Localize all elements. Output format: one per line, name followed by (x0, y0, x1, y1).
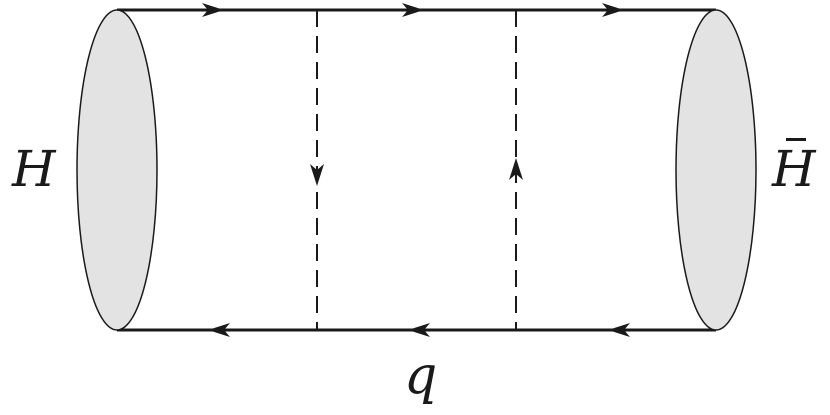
right-meson-label: H (772, 138, 816, 194)
right-meson-label-text: H (772, 140, 816, 198)
quark-label: q (404, 346, 438, 406)
left-meson-blob (76, 9, 158, 331)
dashed-arrow-down (310, 164, 324, 186)
top-arrow-3 (602, 3, 624, 17)
right-meson-blob (675, 9, 757, 331)
top-arrow-1 (202, 3, 224, 17)
bar-accent (786, 138, 806, 141)
bottom-arrow-2 (408, 323, 430, 337)
dashed-arrow-up (509, 158, 523, 180)
top-arrow-2 (402, 3, 424, 17)
bottom-arrow-1 (208, 323, 230, 337)
bottom-arrow-3 (608, 323, 630, 337)
left-meson-label: H (12, 140, 56, 198)
